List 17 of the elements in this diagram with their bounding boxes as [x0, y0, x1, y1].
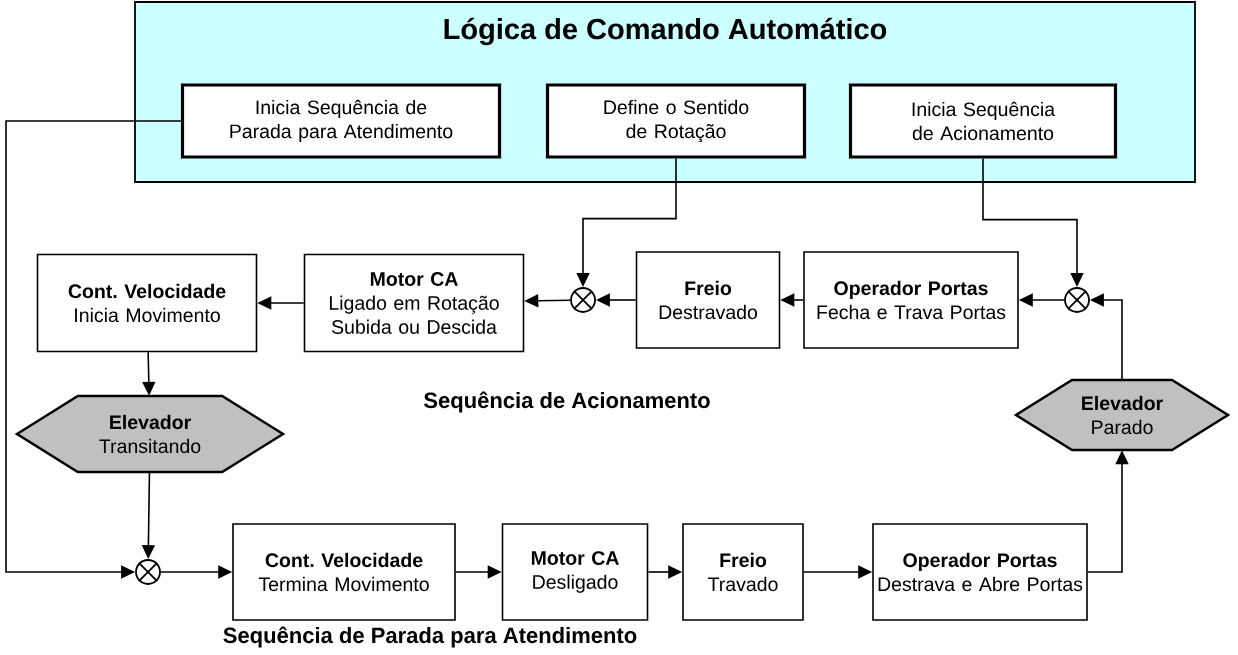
process-box: Operador Portas Fecha e Trava Portas: [803, 251, 1019, 349]
arrow: [5, 120, 182, 579]
process-box: Operador Portas Destrava e Abre Portas: [872, 523, 1088, 621]
summing-junction: [135, 559, 161, 585]
process-box: Freio Travado: [682, 523, 804, 621]
process-box: Cont. Velocidade Termina Movimento: [232, 523, 456, 621]
command-box: Define o Sentido de Rotação: [545, 83, 807, 159]
process-box: Freio Destravado: [635, 251, 781, 349]
section-heading: Sequência de Parada para Atendimento: [223, 626, 637, 648]
summing-junction: [570, 287, 596, 313]
command-box: Inicia Sequência de Acionamento: [848, 83, 1118, 159]
section-heading: Sequência de Acionamento: [424, 391, 710, 413]
process-box: Cont. Velocidade Inicia Movimento: [36, 253, 258, 353]
process-box: Motor CA Ligado em Rotação Subida ou Descida: [303, 253, 525, 353]
summing-junction: [1064, 287, 1090, 313]
command-box: Inicia Sequência de Parada para Atendimento: [180, 83, 502, 159]
process-box: Motor CA Desligado: [501, 523, 649, 621]
